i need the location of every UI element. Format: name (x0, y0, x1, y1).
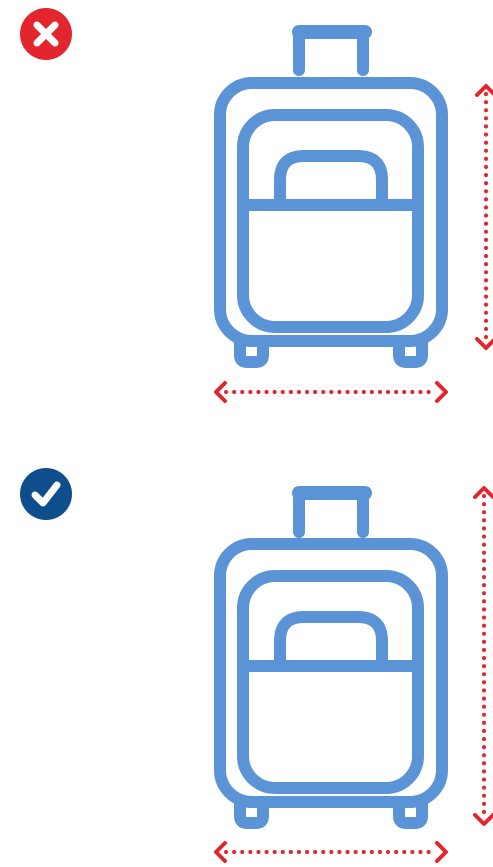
incorrect-measurement-panel (0, 0, 493, 433)
suitcase-icon (220, 486, 442, 823)
correct-measurement-illustration (0, 434, 493, 867)
height-arrow (475, 488, 493, 824)
suitcase-pocket-flap (280, 156, 382, 205)
correct-badge (20, 468, 72, 520)
incorrect-measurement-illustration (0, 0, 493, 433)
suitcase-handle-grip (292, 25, 372, 39)
suitcase-handle-grip (292, 486, 372, 500)
width-arrow (216, 383, 446, 401)
height-arrow (477, 86, 493, 348)
suitcase-front-pocket (243, 115, 418, 327)
suitcase-pocket-flap (280, 617, 382, 666)
correct-measurement-panel (0, 434, 493, 867)
width-arrow (216, 843, 446, 861)
incorrect-badge (20, 8, 72, 60)
suitcase-icon (220, 25, 442, 362)
suitcase-front-pocket (243, 576, 418, 788)
